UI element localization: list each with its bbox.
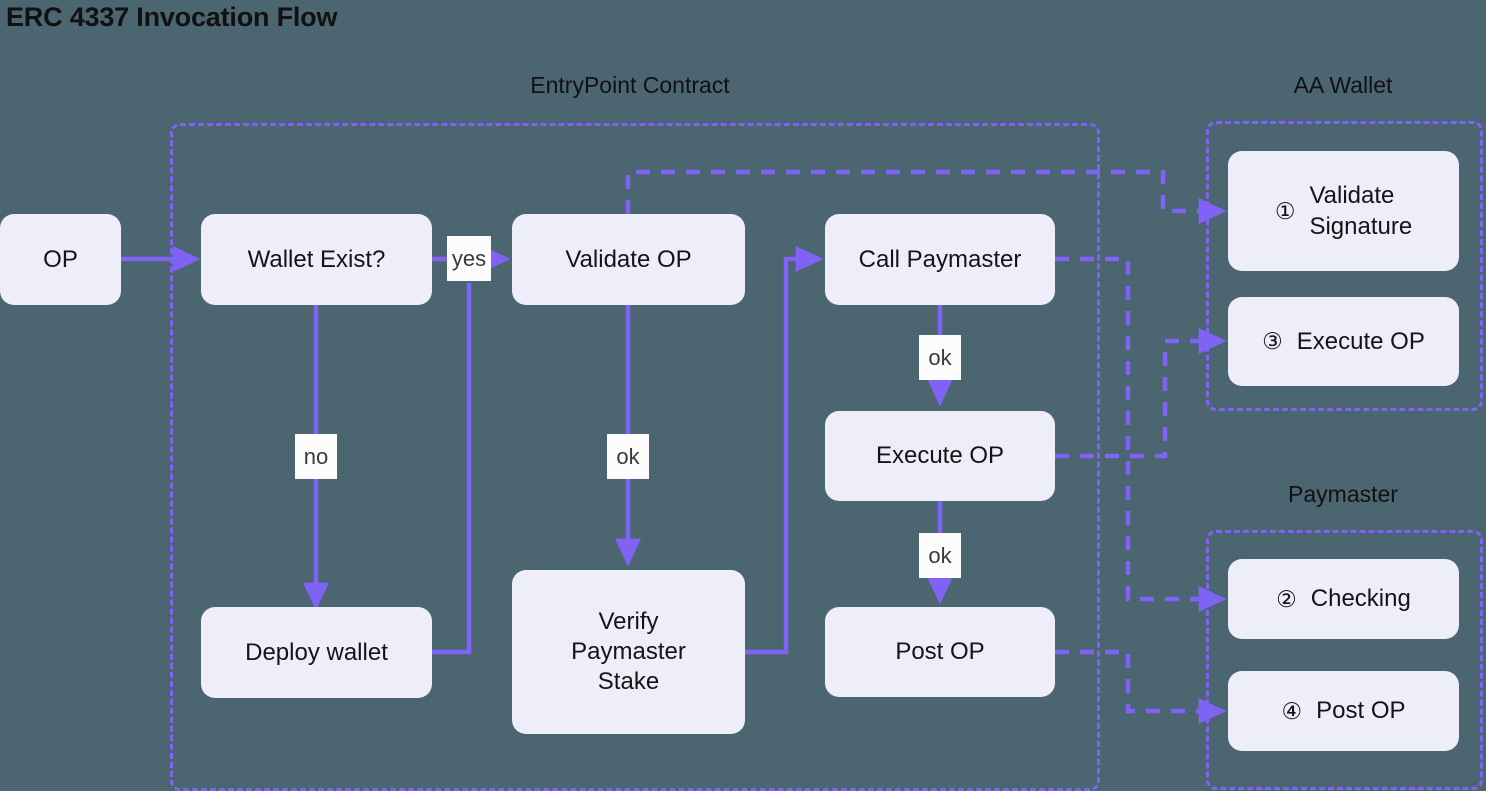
step-number-3: ③	[1262, 328, 1283, 354]
node-wallet-execute-op[interactable]: ③ Execute OP	[1228, 297, 1459, 386]
node-validate-op-label: Validate OP	[565, 245, 692, 273]
node-execute-op-label: Execute OP	[875, 442, 1005, 470]
node-execute-op[interactable]: Execute OP	[825, 411, 1055, 501]
step-number-2: ②	[1276, 585, 1297, 612]
group-caption-aa-wallet: AA Wallet	[1293, 72, 1393, 98]
node-deploy-wallet-label: Deploy wallet	[245, 638, 388, 666]
node-wallet-exist-label: Wallet Exist?	[247, 245, 386, 273]
node-verify-paymaster-stake-label: Verify Paymaster Stake	[571, 608, 686, 695]
step-number-4: ④	[1281, 697, 1303, 724]
group-caption-entrypoint: EntryPoint Contract	[530, 72, 730, 98]
node-post-op-label: Post OP	[895, 638, 985, 666]
node-validate-op[interactable]: Validate OP	[512, 214, 745, 305]
node-wallet-execute-op-label: Execute OP	[1296, 327, 1425, 355]
edge-label-ok-execute-op: ok	[919, 533, 961, 578]
page-title: ERC 4337 Invocation Flow	[6, 2, 338, 32]
edge-label-no: no	[295, 434, 337, 479]
node-paymaster-post-op-label: Post OP	[1316, 697, 1406, 725]
node-paymaster-post-op[interactable]: ④ Post OP	[1228, 671, 1459, 751]
node-op-label: OP	[43, 245, 78, 273]
node-call-paymaster-label: Call Paymaster	[858, 245, 1022, 273]
node-call-paymaster[interactable]: Call Paymaster	[825, 214, 1055, 305]
edge-label-ok-validate-op: ok	[607, 434, 649, 479]
group-caption-paymaster: Paymaster	[1288, 481, 1398, 507]
node-op[interactable]: OP	[0, 214, 121, 305]
edge-label-yes: yes	[447, 236, 491, 281]
step-number-1: ①	[1274, 197, 1296, 224]
node-post-op[interactable]: Post OP	[825, 607, 1055, 697]
node-checking-label: Checking	[1310, 585, 1411, 613]
node-validate-signature-label: Validate Signature	[1309, 181, 1413, 240]
node-deploy-wallet[interactable]: Deploy wallet	[201, 607, 432, 698]
edge-label-ok-call-paymaster: ok	[919, 335, 961, 380]
node-checking[interactable]: ② Checking	[1228, 559, 1459, 639]
node-verify-paymaster-stake[interactable]: Verify Paymaster Stake	[512, 570, 745, 734]
node-validate-signature[interactable]: ① Validate Signature	[1228, 151, 1459, 271]
node-wallet-exist[interactable]: Wallet Exist?	[201, 214, 432, 305]
